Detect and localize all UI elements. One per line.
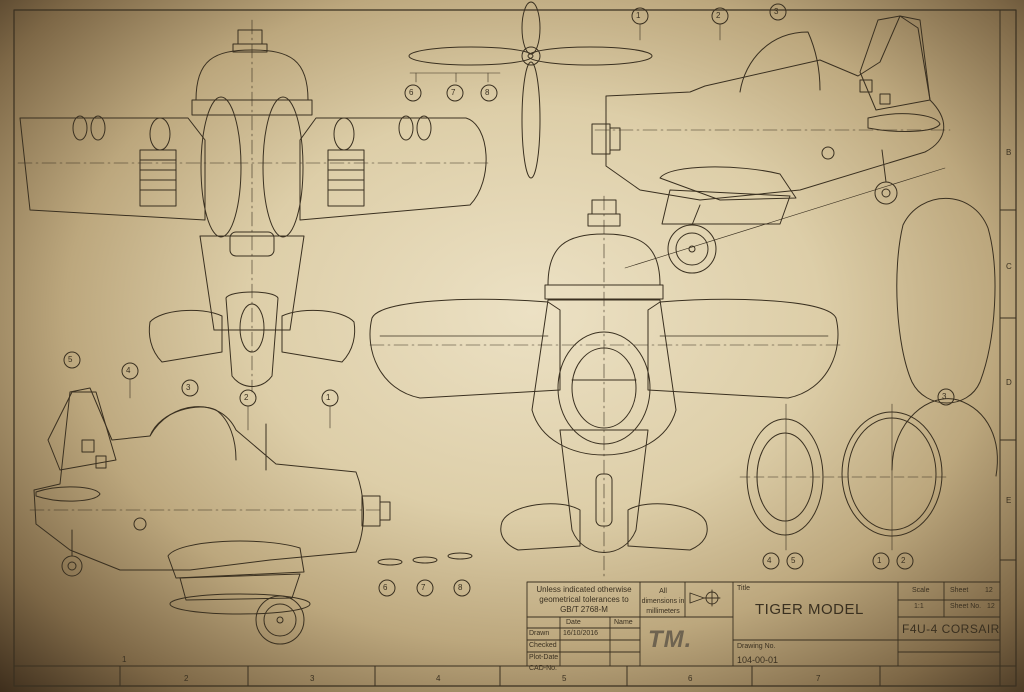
sheet-value: 12 xyxy=(985,587,993,594)
row-ticks xyxy=(999,209,1017,561)
drawing-number: 104-00-01 xyxy=(737,655,779,665)
tm-logo: TM. xyxy=(648,626,693,653)
callout-bottom-prop-8: 8 xyxy=(458,583,463,592)
drawing-no-label: Drawing No. xyxy=(737,643,776,650)
drawn-date: 16/10/2016 xyxy=(563,630,599,637)
center-view-aircraft xyxy=(369,195,843,581)
name-header: Name xyxy=(614,619,633,626)
border-col-1: 1 xyxy=(122,655,127,664)
top-view-aircraft xyxy=(17,19,493,393)
tolerance-note: Unless indicated otherwise geometrical t… xyxy=(536,585,632,614)
callout-oval-4: 4 xyxy=(767,556,772,565)
border-col-3: 3 xyxy=(310,674,315,683)
callout-front-prop-7: 7 xyxy=(451,88,456,97)
callout-oval-3: 3 xyxy=(942,392,947,401)
drawn-label: Drawn xyxy=(529,630,550,637)
callout-circles-front-props xyxy=(404,84,498,102)
right-cross-sections xyxy=(739,197,998,551)
border-col-4: 4 xyxy=(436,674,441,683)
sheet-no-label: Sheet No. xyxy=(950,603,982,610)
cad-no-label: CAD-No. xyxy=(529,665,558,672)
callout-bottom-prop-6: 6 xyxy=(383,583,388,592)
callout-circles-side-left xyxy=(63,351,339,431)
callout-side-left-4: 4 xyxy=(126,366,131,375)
callout-side-top-3: 3 xyxy=(774,7,779,16)
callout-side-left-5: 5 xyxy=(68,355,73,364)
border-col-2: 2 xyxy=(184,674,189,683)
callout-oval-5: 5 xyxy=(791,556,796,565)
border-row-c: C xyxy=(1006,262,1012,271)
callout-oval-1: 1 xyxy=(877,556,882,565)
sheet-label: Sheet xyxy=(950,587,969,594)
callout-side-top-1: 1 xyxy=(636,11,641,20)
border-row-b: B xyxy=(1006,148,1012,157)
scale-value: 1:1 xyxy=(914,603,924,610)
border-row-d: D xyxy=(1006,378,1012,387)
title-label: Title xyxy=(737,585,750,592)
scale-label: Scale xyxy=(912,587,930,594)
units-note: All dimensions in millimeters xyxy=(641,588,685,615)
border-col-7: 7 xyxy=(816,674,821,683)
sheet-no-value: 12 xyxy=(987,603,995,610)
column-ticks xyxy=(119,665,881,687)
callout-side-left-3: 3 xyxy=(186,383,191,392)
title-block-grid xyxy=(526,581,1001,667)
model-name: F4U-4 CORSAIR xyxy=(902,622,1000,636)
callout-circles-bottom-right xyxy=(762,552,914,570)
callout-front-prop-8: 8 xyxy=(485,88,490,97)
callout-circles-bottom-props xyxy=(378,579,471,597)
date-header: Date xyxy=(566,619,581,626)
drawing-title: TIGER MODEL xyxy=(755,601,864,618)
callout-oval-2: 2 xyxy=(901,556,906,565)
side-view-aircraft-left xyxy=(29,387,391,645)
callout-side-left-1: 1 xyxy=(326,393,331,402)
border-row-e: E xyxy=(1006,496,1012,505)
callout-side-top-2: 2 xyxy=(716,11,721,20)
checked-label: Checked xyxy=(529,642,557,649)
propeller-blades-small xyxy=(377,552,473,566)
sheet-frame xyxy=(13,9,1017,687)
border-col-5: 5 xyxy=(562,674,567,683)
callout-circles-side-top xyxy=(631,3,787,41)
callout-front-prop-6: 6 xyxy=(409,88,414,97)
propeller-front-view xyxy=(408,1,653,179)
plot-date-label: Plot-Date xyxy=(529,654,559,661)
side-view-aircraft-right xyxy=(591,15,951,274)
border-col-6: 6 xyxy=(688,674,693,683)
callout-side-left-2: 2 xyxy=(244,393,249,402)
callout-bottom-prop-7: 7 xyxy=(421,583,426,592)
